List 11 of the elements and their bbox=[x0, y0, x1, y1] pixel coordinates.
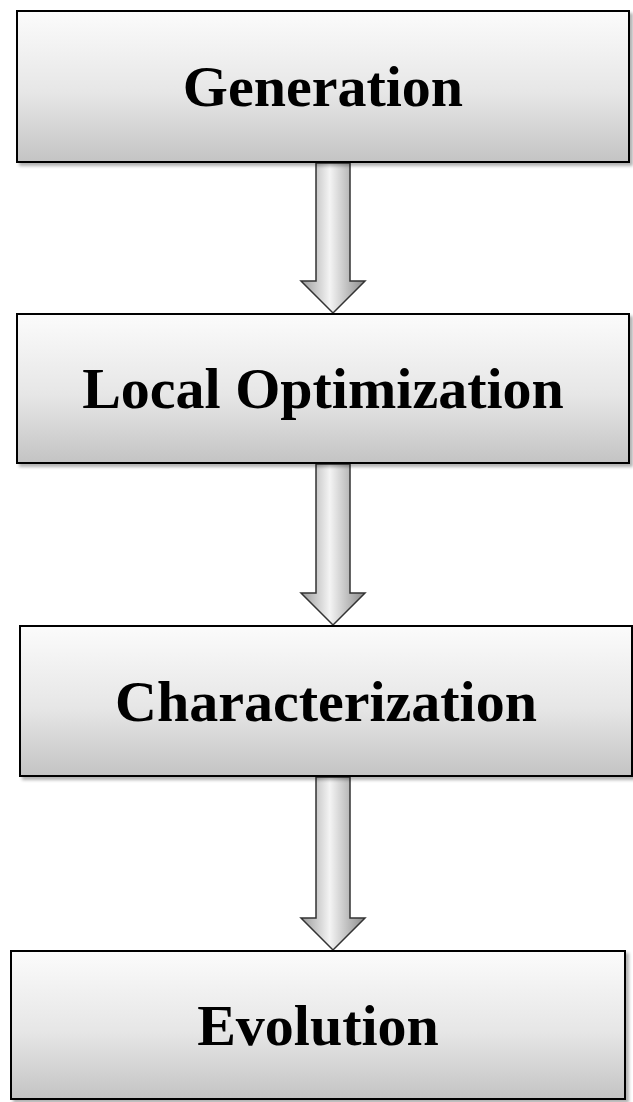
process-box bbox=[16, 10, 630, 163]
process-box bbox=[10, 950, 626, 1100]
step-label: Generation bbox=[182, 53, 464, 120]
block-arrow bbox=[299, 776, 367, 952]
process-box bbox=[19, 625, 633, 777]
step-label: Characterization bbox=[115, 667, 537, 735]
block-arrow bbox=[299, 162, 367, 315]
step-label: Local Optimization bbox=[82, 355, 564, 422]
block-arrow bbox=[299, 463, 367, 627]
process-box bbox=[16, 313, 630, 464]
step-label: Evolution bbox=[197, 991, 439, 1059]
